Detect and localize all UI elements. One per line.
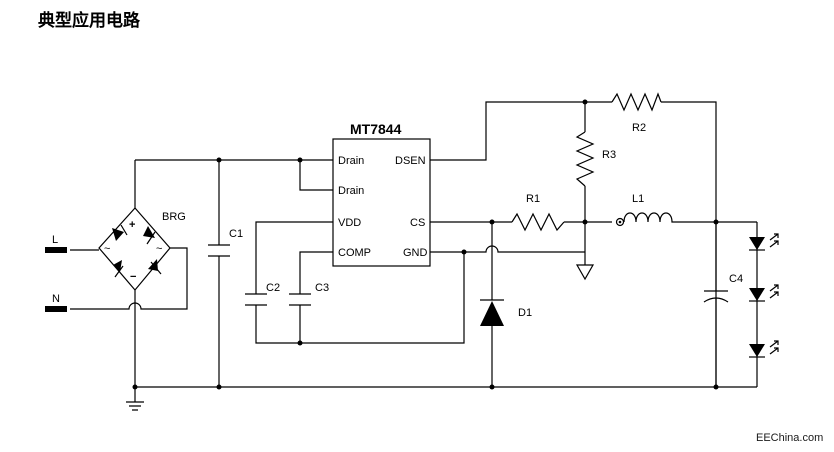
junction-dot (216, 384, 222, 390)
inductor-l1 (615, 212, 676, 227)
led-3 (749, 340, 779, 358)
pin-gnd: GND (403, 247, 428, 259)
wire-comp (299, 251, 333, 343)
capacitor-c2 (245, 293, 267, 306)
pin-drain-1: Drain (338, 155, 364, 167)
wire-gnd (430, 245, 585, 253)
label-c3: C3 (315, 282, 329, 294)
capacitor-c3 (289, 293, 311, 306)
earth-ground (126, 387, 144, 411)
junction-dot (297, 340, 303, 346)
ic-body (332, 138, 431, 267)
pin-drain-2: Drain (338, 185, 364, 197)
led-2 (749, 284, 779, 302)
diode-d1 (480, 299, 504, 326)
bridge-plus-symbol: + (129, 219, 135, 231)
pin-dsen: DSEN (395, 155, 426, 167)
ground-triangle (575, 264, 595, 281)
label-neutral: N (52, 293, 60, 305)
junction-dot (297, 157, 303, 163)
ic-name: MT7844 (350, 121, 402, 137)
bridge-ac-symbol: ~ (156, 243, 162, 255)
pin-cs: CS (410, 217, 425, 229)
junction-dot (582, 219, 588, 225)
label-r2: R2 (632, 122, 646, 134)
junction-dot (216, 157, 222, 163)
terminal-neutral (45, 306, 67, 312)
resistor-r3 (575, 131, 595, 187)
capacitor-c4 (703, 222, 729, 387)
label-r1: R1 (526, 193, 540, 205)
terminal-live (45, 247, 67, 253)
junction-dot (489, 384, 495, 390)
junction-dot (461, 249, 467, 255)
label-c2: C2 (266, 282, 280, 294)
wire-r2-right (661, 101, 717, 387)
resistor-r1 (511, 212, 565, 232)
bridge-ac-symbol: ~ (104, 243, 110, 255)
label-live: L (52, 234, 58, 246)
label-l1: L1 (632, 193, 644, 205)
label-r3: R3 (602, 149, 616, 161)
resistor-r2 (611, 92, 662, 112)
wire-gnd-down (255, 221, 465, 344)
junction-dot (489, 219, 495, 225)
wire-dsen (430, 101, 612, 161)
label-d1: D1 (518, 307, 532, 319)
pin-comp: COMP (338, 247, 371, 259)
label-bridge: BRG (162, 211, 186, 223)
bridge-rectifier: + − ~ ~ (98, 207, 171, 291)
page-title: 典型应用电路 (38, 11, 140, 31)
bridge-minus-symbol: − (130, 271, 136, 283)
wire-drain2 (299, 160, 333, 191)
wire-neutral (70, 247, 188, 310)
junction-dot (582, 99, 588, 105)
pin-vdd: VDD (338, 217, 361, 229)
watermark: EEChina.com (756, 432, 824, 444)
capacitor-c1 (208, 244, 230, 257)
label-c1: C1 (229, 228, 243, 240)
label-c4: C4 (729, 273, 743, 285)
led-1 (749, 233, 779, 251)
